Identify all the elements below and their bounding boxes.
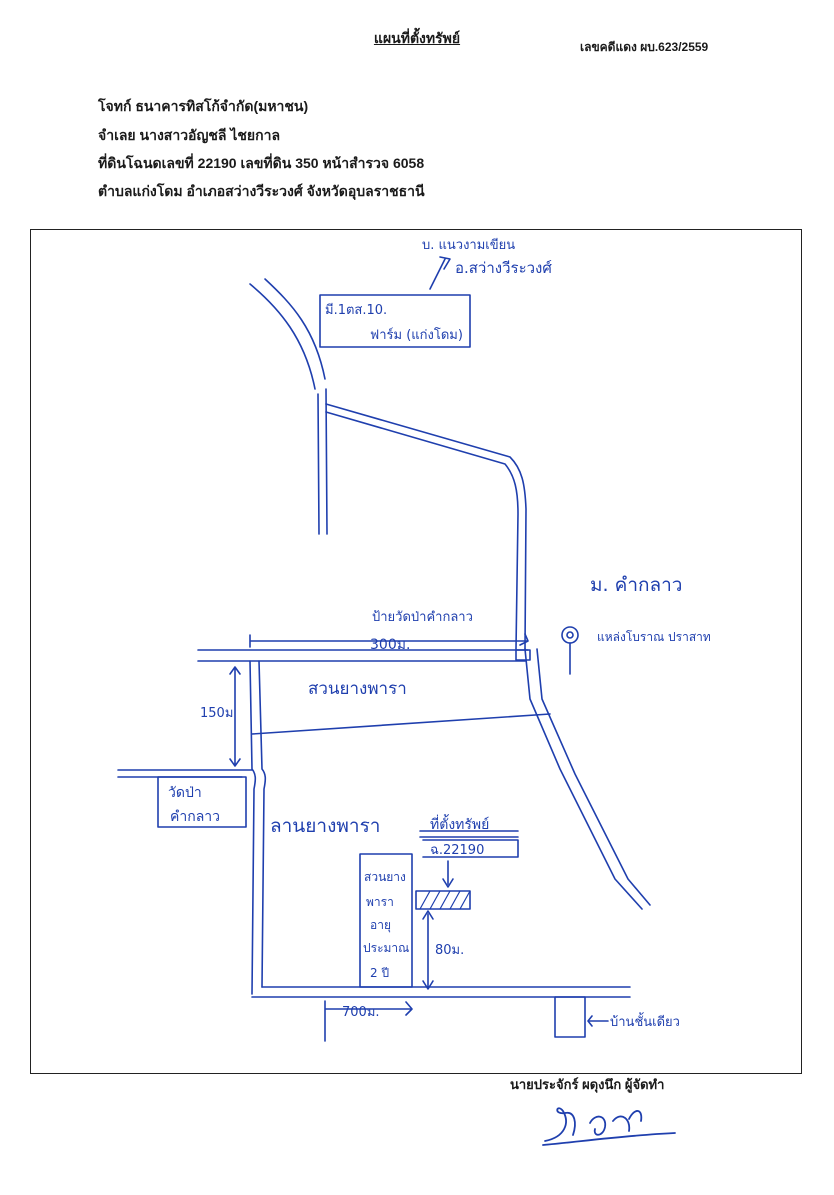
- distance-150-label: 150ม: [200, 706, 233, 721]
- house-label: บ้านชั้นเดียว: [610, 1012, 680, 1030]
- road-curve-top: [249, 283, 316, 390]
- property-label: ที่ตั้งทรัพย์: [430, 814, 489, 833]
- main-road-left: [524, 648, 643, 910]
- parcel-text-2: พารา: [366, 895, 394, 909]
- main-road-right: [536, 648, 651, 906]
- road-left-outer: [249, 660, 257, 995]
- location-map: บ. แนวงามเขียน อ.สว่างวีระวงศ์ มี.1ตส.10…: [117, 237, 711, 1042]
- rubber-field-label: ลานยางพารา: [270, 815, 380, 837]
- parcel-text-5: 2 ปี: [370, 966, 389, 980]
- case-number: เลขคดีแดง ผบ.623/2559: [580, 40, 709, 54]
- distance-700-label: 700ม.: [342, 1005, 380, 1020]
- distance-arrow-700: [324, 1000, 413, 1042]
- location-line: ตำบลแก่งโดม อำเภอสว่างวีระวงศ์ จังหวัดอุ…: [98, 183, 425, 199]
- north-village-label-1: บ. แนวงามเขียน: [422, 237, 515, 253]
- map-maker: นายประจักร์ ผดุงนึก ผู้จัดทำ: [510, 1077, 665, 1092]
- road-north-right: [325, 388, 328, 535]
- farm-box: [319, 294, 471, 348]
- temple-label-2: คำกลาว: [170, 809, 220, 825]
- farm-label-1: มี.1ตส.10.: [325, 302, 387, 318]
- page-title: แผนที่ตั้งทรัพย์: [373, 30, 461, 46]
- road-diagonal-lower: [325, 411, 519, 650]
- signature: [542, 1107, 676, 1146]
- parcel-text-1: สวนยาง: [364, 870, 406, 884]
- deed-box: [422, 839, 519, 858]
- distance-80-label: 80ม.: [435, 943, 464, 958]
- house-box: [554, 996, 586, 1038]
- sign-post: [515, 649, 531, 661]
- house-pointer: [587, 1015, 609, 1027]
- road-north-left: [317, 393, 320, 535]
- north-village-label-2: อ.สว่างวีระวงศ์: [455, 259, 552, 277]
- rubber-plantation-label: สวนยางพารา: [308, 679, 407, 699]
- parcel-hatch: [419, 890, 471, 910]
- parcel-text-3: อายุ: [370, 918, 391, 933]
- defendant-line: จำเลย นางสาวอัญชลี ไชยกาล: [98, 127, 281, 143]
- distance-300-label: 300ม.: [370, 637, 410, 653]
- deed-label: ฉ.22190: [430, 843, 484, 858]
- temple-sign-label: ป้ายวัดป่าคำกลาว: [372, 610, 473, 625]
- farm-label-2: ฟาร์ม (แก่งโดม): [370, 327, 463, 343]
- temple-box: [157, 776, 247, 828]
- property-pointer: [442, 860, 454, 888]
- property-parcel: [359, 853, 413, 988]
- land-deed-line: ที่ดินโฉนดเลขที่ 22190 เลขที่ดิน 350 หน้…: [98, 155, 425, 171]
- distance-arrow-300: [249, 633, 529, 648]
- road-left-inner: [258, 660, 267, 988]
- village-label: ม. คำกลาว: [590, 574, 682, 596]
- temple-label-1: วัดป่า: [168, 785, 202, 801]
- ancient-site-label: แหล่งโบราณ ปราสาท: [597, 630, 711, 644]
- road-curve-top-inner: [264, 278, 326, 380]
- parcel-hatch-outline: [415, 890, 471, 910]
- plaintiff-line: โจทก์ ธนาคารทิสโก้จำกัด(มหาชน): [98, 98, 309, 114]
- property-underline: [419, 830, 519, 838]
- ancient-site-symbol: [561, 626, 579, 644]
- map-frame: [30, 229, 802, 1074]
- road-diagonal-upper: [325, 403, 527, 650]
- distance-arrow-150: [229, 666, 241, 767]
- field-boundary: [251, 713, 551, 735]
- distance-arrow-80: [422, 910, 434, 990]
- north-arrow: [429, 256, 451, 290]
- parcel-text-4: ประมาณ: [363, 941, 409, 955]
